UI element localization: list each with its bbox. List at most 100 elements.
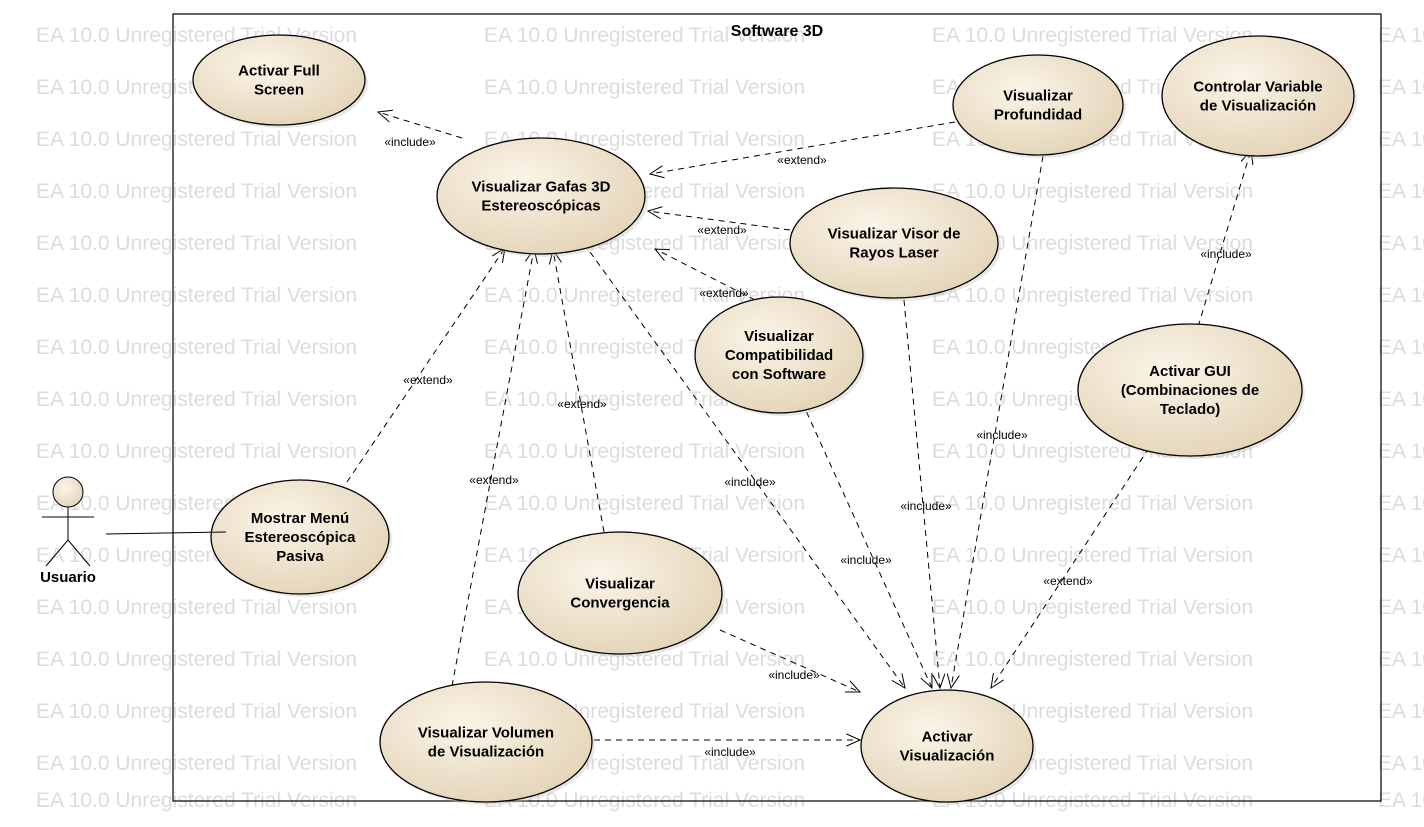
relation-label-volumen-gafas: «extend» — [469, 473, 519, 487]
usecase-ellipse — [517, 531, 723, 655]
watermark-text: EA 10.0 Unregistered Trial Version — [36, 128, 357, 151]
system-title: Software 3D — [731, 23, 823, 40]
watermark-text: EA 10.0 Unregistered Trial Version — [36, 336, 357, 359]
usecase-ellipse — [210, 479, 390, 595]
arrowhead-conv-activar — [844, 680, 862, 693]
arrowhead-gafas-activar — [891, 673, 906, 689]
relation-label-prof-gafas: «extend» — [777, 153, 827, 167]
relation-label-volumen-activar: «include» — [704, 745, 756, 759]
watermark-text: EA 10.0 Unregistered Trial Version — [1378, 128, 1424, 151]
relation-label-gafas-full: «include» — [384, 135, 436, 149]
arrowhead-gafas-full — [376, 109, 393, 123]
relation-prof-activar — [950, 155, 1044, 689]
relation-menu-gafas — [346, 247, 506, 483]
actor-leg-left — [45, 539, 69, 567]
watermark-text: EA 10.0 Unregistered Trial Version — [484, 24, 805, 47]
relation-label-gui-activar: «extend» — [1043, 574, 1093, 588]
watermark-text: EA 10.0 Unregistered Trial Version — [484, 492, 805, 515]
watermark-text: EA 10.0 Unregistered Trial Version — [1378, 544, 1424, 567]
usecase-control[interactable]: Controlar Variable de Visualización — [1161, 35, 1357, 159]
watermark-text: EA 10.0 Unregistered Trial Version — [1378, 752, 1424, 775]
usecase-label: Compatibilidad — [725, 347, 833, 364]
watermark-text: EA 10.0 Unregistered Trial Version — [1378, 180, 1424, 203]
relation-label-laser-activar: «include» — [900, 499, 952, 513]
usecase-label: con Software — [732, 366, 826, 383]
usecase-label: Visualizar Visor de — [828, 226, 961, 243]
usecase-label: Profundidad — [994, 107, 1082, 124]
watermark-text: EA 10.0 Unregistered Trial Version — [932, 492, 1253, 515]
watermark-text: EA 10.0 Unregistered Trial Version — [484, 648, 805, 671]
watermark-text: EA 10.0 Unregistered Trial Version — [1378, 492, 1424, 515]
watermark-text: EA 10.0 Unregistered Trial Version — [36, 648, 357, 671]
usecase-label: Rayos Laser — [849, 245, 938, 262]
arrowhead-compat-gafas — [653, 248, 671, 261]
watermark-text: EA 10.0 Unregistered Trial Version — [36, 180, 357, 203]
relation-label-prof-activar: «include» — [976, 428, 1028, 442]
arrowhead-laser-activar — [932, 673, 946, 690]
usecase-label: Estereoscópicas — [481, 198, 600, 215]
watermark-text: EA 10.0 Unregistered Trial Version — [1378, 388, 1424, 411]
actor-head — [52, 476, 84, 508]
watermark-text: EA 10.0 Unregistered Trial Version — [36, 752, 357, 775]
usecase-label: Activar — [922, 729, 973, 746]
relation-gafas-full — [377, 111, 463, 139]
watermark-text: EA 10.0 Unregistered Trial Version — [1378, 24, 1424, 47]
arrowhead-prof-gafas — [648, 165, 665, 179]
usecase-laser[interactable]: Visualizar Visor de Rayos Laser — [789, 187, 1001, 301]
usecase-label: Visualizar Volumen — [418, 725, 554, 742]
usecase-label: Teclado) — [1160, 401, 1221, 418]
arrowhead-laser-gafas — [646, 206, 663, 220]
usecase-volumen[interactable]: Visualizar Volumen de Visualización — [379, 681, 595, 805]
usecase-ellipse — [379, 681, 593, 803]
watermark-text: EA 10.0 Unregistered Trial Version — [484, 440, 805, 463]
usecase-label: Visualizar — [744, 328, 814, 345]
watermark-text: EA 10.0 Unregistered Trial Version — [484, 284, 805, 307]
usecase-ellipse — [694, 296, 864, 414]
watermark-text: EA 10.0 Unregistered Trial Version — [1378, 336, 1424, 359]
arrowhead-volumen-activar — [846, 733, 862, 747]
arrowhead-prof-activar — [946, 673, 960, 690]
actor-usuario[interactable]: Usuario — [40, 476, 96, 586]
watermark-text: EA 10.0 Unregistered Trial Version — [36, 440, 357, 463]
arrowhead-gui-activar — [990, 673, 1004, 690]
watermark-text: EA 10.0 Unregistered Trial Version — [36, 700, 357, 723]
relation-conv-activar — [719, 629, 861, 693]
usecase-ellipse — [192, 34, 366, 126]
watermark-text: EA 10.0 Unregistered Trial Version — [932, 24, 1253, 47]
relation-label-laser-gafas: «extend» — [697, 223, 747, 237]
usecase-label: Controlar Variable — [1193, 79, 1322, 96]
watermark-text: EA 10.0 Unregistered Trial Version — [484, 76, 805, 99]
usecase-ellipse — [1161, 35, 1355, 157]
relation-gui-activar — [990, 447, 1150, 689]
usecase-label: Visualizar Gafas 3D — [472, 179, 611, 196]
relation-label-gafas-activar: «include» — [724, 475, 776, 489]
usecase-ellipse — [436, 137, 646, 255]
relation-laser-gafas — [647, 210, 791, 231]
usecase-label: Convergencia — [570, 595, 670, 612]
actor-leg-right — [67, 539, 91, 567]
watermark-text: EA 10.0 Unregistered Trial Version — [1378, 596, 1424, 619]
watermark-text: EA 10.0 Unregistered Trial Version — [932, 284, 1253, 307]
watermark-text: EA 10.0 Unregistered Trial Version — [36, 232, 357, 255]
watermark-text: EA 10.0 Unregistered Trial Version — [1378, 789, 1424, 812]
usecase-ellipse — [952, 54, 1124, 156]
watermark-text: EA 10.0 Unregistered Trial Version — [932, 648, 1253, 671]
usecase-label: de Visualización — [428, 744, 544, 761]
usecase-gafas[interactable]: Visualizar Gafas 3D Estereoscópicas — [436, 137, 648, 257]
relations-layer: «include» «extend» «extend» «extend» «extend… — [346, 109, 1254, 759]
usecase-label: Mostrar Menú — [251, 510, 349, 527]
usecase-label: Activar Full — [238, 63, 320, 80]
watermark-text: EA 10.0 Unregistered Trial Version — [36, 596, 357, 619]
usecase-label: de Visualización — [1200, 98, 1316, 115]
relation-label-conv-activar: «include» — [768, 668, 820, 682]
usecase-label: Pasiva — [276, 548, 324, 565]
